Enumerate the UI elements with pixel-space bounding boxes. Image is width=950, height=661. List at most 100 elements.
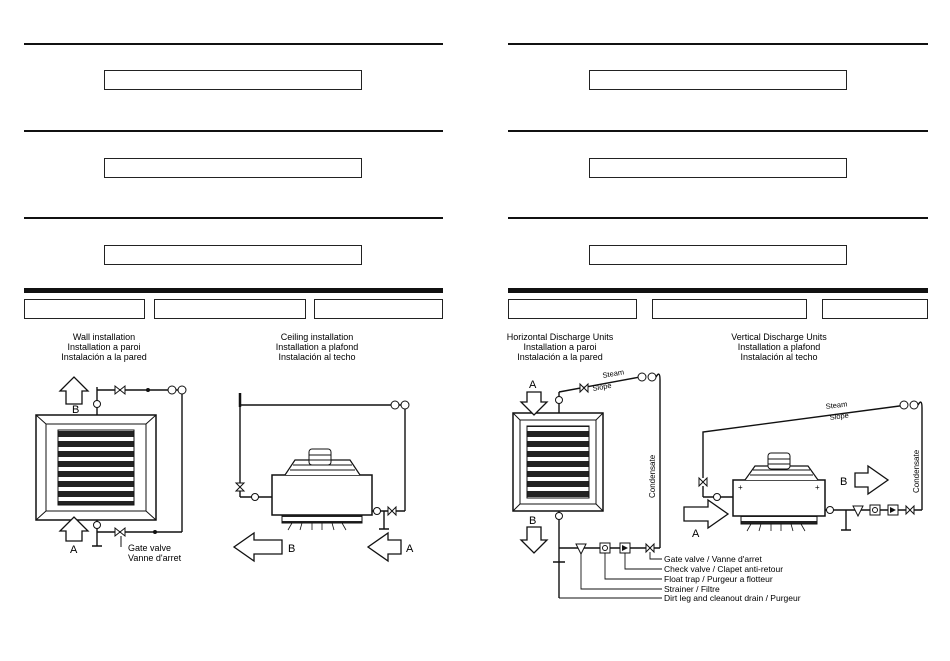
- header-cell: [24, 299, 145, 319]
- section-rule-thick: [508, 288, 928, 293]
- gate-valve-icon: [114, 526, 126, 538]
- louver-grille: [526, 425, 590, 499]
- fan-motor-icon: [308, 448, 332, 466]
- ceiling-installation-diagram: Ceiling installation Installation a plaf…: [232, 332, 414, 563]
- ceiling-title-en: Ceiling installation: [281, 332, 354, 342]
- header-cell: [508, 299, 637, 319]
- fan-motor-icon: [767, 452, 791, 470]
- horizontal-discharge-diagram: Horizontal Discharge Units Installation …: [507, 332, 801, 603]
- union-icon: [400, 400, 410, 410]
- horizontal-label-b: B: [529, 515, 536, 527]
- horizontal-slope-label: Slope: [592, 381, 612, 393]
- ceiling-label-b: B: [288, 543, 295, 555]
- svg-text:+: +: [738, 483, 743, 492]
- arrow-down-icon: [519, 526, 549, 554]
- horizontal-steam-label: Steam: [602, 367, 625, 380]
- vertical-title-en: Vertical Discharge Units: [731, 332, 827, 342]
- empty-field-box: [589, 245, 847, 265]
- vertical-title-es: Instalación al techo: [740, 352, 817, 362]
- header-cell: [154, 299, 306, 319]
- gate-valve-icon: [387, 505, 397, 517]
- strainer-icon: [575, 543, 587, 556]
- horizontal-title-en: Horizontal Discharge Units: [507, 332, 614, 342]
- gate-valve-label-en: Gate valve: [128, 543, 171, 553]
- heater-unit: [732, 479, 826, 517]
- union-icon: [909, 400, 919, 410]
- section-rule: [24, 43, 443, 45]
- empty-field-box: [589, 70, 847, 90]
- union-icon: [713, 493, 721, 501]
- header-cell: [652, 299, 807, 319]
- section-rule: [508, 43, 928, 45]
- heater-unit: [271, 474, 373, 516]
- arrow-up-icon: [58, 516, 90, 542]
- gate-valve-icon: [114, 384, 126, 396]
- header-cell: [822, 299, 928, 319]
- union-icon: [93, 521, 101, 529]
- wall-label-a: A: [70, 544, 78, 556]
- legend-check-valve: Check valve / Clapet anti-retour: [664, 564, 783, 574]
- arrow-up-icon: [58, 376, 90, 405]
- empty-field-box: [104, 158, 362, 178]
- section-rule-thick: [24, 288, 443, 293]
- gate-valve-label-fr: Vanne d'arret: [128, 553, 182, 563]
- union-icon: [167, 385, 177, 395]
- union-icon: [647, 372, 657, 382]
- section-rule: [508, 217, 928, 219]
- legend-dirt-leg: Dirt leg and cleanout drain / Purgeur: [664, 593, 801, 603]
- section-rule: [24, 130, 443, 132]
- horizontal-title-fr: Installation a paroi: [523, 342, 596, 352]
- ceiling-title-es: Instalación al techo: [278, 352, 355, 362]
- ceiling-label-a: A: [406, 543, 414, 555]
- wall-installation-diagram: Wall installation Installation a paroi I…: [35, 332, 187, 563]
- gate-valve-icon: [645, 542, 655, 554]
- empty-field-box: [104, 70, 362, 90]
- union-icon: [826, 506, 834, 514]
- wall-label-b: B: [72, 404, 79, 416]
- wall-title-fr: Installation a paroi: [67, 342, 140, 352]
- louver-grille: [57, 429, 135, 506]
- union-icon: [555, 396, 563, 404]
- empty-field-box: [589, 158, 847, 178]
- horizontal-label-a: A: [529, 379, 537, 391]
- union-icon: [93, 400, 101, 408]
- wall-title-en: Wall installation: [73, 332, 135, 342]
- gate-valve-icon: [579, 382, 589, 394]
- vertical-slope-label: Slope: [829, 411, 849, 422]
- vertical-title-fr: Installation a plafond: [738, 342, 821, 352]
- legend-float-trap: Float trap / Purgeur a flotteur: [664, 574, 773, 584]
- float-trap-icon: [869, 504, 881, 516]
- union-icon: [637, 372, 647, 382]
- horizontal-condensate-label: Condensate: [648, 454, 657, 498]
- ceiling-title-fr: Installation a plafond: [276, 342, 359, 352]
- gate-valve-icon: [234, 482, 246, 492]
- legend-strainer: Strainer / Filtre: [664, 584, 720, 594]
- arrow-right-icon: [683, 498, 730, 530]
- vertical-condensate-label: Condensate: [912, 449, 921, 493]
- union-icon: [555, 512, 563, 520]
- vertical-discharge-diagram: Vertical Discharge Units Installation a …: [683, 332, 923, 540]
- section-rule: [24, 217, 443, 219]
- union-icon: [899, 400, 909, 410]
- vertical-label-b: B: [840, 476, 847, 488]
- header-cell: [314, 299, 443, 319]
- svg-text:+: +: [815, 483, 820, 492]
- strainer-icon: [852, 505, 864, 518]
- wall-title-es: Instalación a la pared: [61, 352, 147, 362]
- gate-valve-icon: [698, 476, 708, 488]
- float-trap-icon: [599, 542, 611, 554]
- horizontal-title-es: Instalación a la pared: [517, 352, 603, 362]
- arrow-right-icon: [854, 464, 890, 496]
- union-icon: [177, 385, 187, 395]
- vertical-steam-label: Steam: [825, 399, 848, 411]
- arrow-left-icon: [366, 531, 402, 563]
- empty-field-box: [104, 245, 362, 265]
- legend-gate-valve: Gate valve / Vanne d'arret: [664, 554, 762, 564]
- arrow-left-icon: [232, 531, 283, 563]
- gate-valve-icon: [905, 504, 915, 516]
- section-rule: [508, 130, 928, 132]
- vertical-label-a: A: [692, 528, 700, 540]
- arrow-down-icon: [519, 391, 549, 416]
- union-icon: [390, 400, 400, 410]
